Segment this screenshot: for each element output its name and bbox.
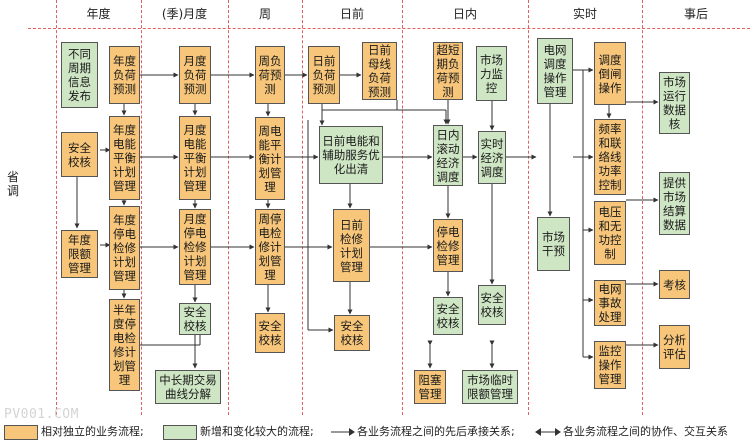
- box-dayahead-maintenance: 日前检修计划管理: [333, 209, 370, 282]
- box-monthly-load-forecast: 月度负荷预测: [179, 46, 211, 104]
- header-annual: 年度: [86, 7, 111, 21]
- column-separator-5: [402, 0, 403, 415]
- box-dayahead-clearing: 日前电能和辅助服务优化出清: [319, 126, 383, 184]
- box-settlement-data: 提供市场结算数据: [659, 172, 690, 235]
- box-monitor-operation: 监控操作管理: [594, 341, 626, 389]
- legend: 相对独立的业务流程; 新增和变化较大的流程; 各业务流程之间的先后承接关系; 各…: [0, 420, 750, 447]
- header-intraday: 日内: [452, 7, 477, 21]
- connector-lines: [74, 67, 659, 369]
- box-info-publish: 不同周期信息发布: [61, 42, 98, 108]
- box-annual-energy-balance: 年度电能平衡计划管理: [109, 116, 140, 200]
- watermark: PV001.COM: [4, 407, 79, 422]
- box-weekly-energy-balance: 周电能平衡计划管理: [255, 117, 285, 200]
- box-ultrashort-load-forecast: 超短期负荷预测: [433, 42, 463, 100]
- box-market-power-monitor: 市场力监控: [476, 46, 507, 101]
- box-outage-management: 停电检修管理: [433, 219, 463, 272]
- box-intraday-rolling-dispatch: 日内滚动经济调度: [433, 125, 463, 186]
- box-annual-outage-plan: 年度停电检修计划管理: [109, 206, 140, 290]
- box-voltage-reactive-control: 电压和无功控制: [594, 201, 626, 265]
- header-weekly: 周: [258, 7, 271, 21]
- box-weekly-load-forecast: 周负荷预测: [255, 46, 285, 104]
- box-dayahead-security-check: 安全校核: [334, 315, 370, 351]
- legend-seq-arrow-icon: [331, 428, 355, 436]
- header-separator: [28, 28, 750, 29]
- legend-green-label: 新增和变化较大的流程;: [200, 425, 314, 438]
- column-separator-2: [141, 0, 142, 415]
- box-intraday-security-check-2: 安全校核: [478, 285, 506, 325]
- column-separator-7: [642, 0, 643, 415]
- column-separator-4: [302, 0, 303, 415]
- box-frequency-tieline-control: 频率和联络线功率控制: [594, 119, 626, 195]
- box-annual-limit: 年度限额管理: [61, 230, 98, 278]
- box-assessment: 考核: [659, 270, 690, 299]
- header-day-ahead: 日前: [339, 7, 364, 21]
- box-monthly-outage-plan: 月度停电检修计划管理: [179, 209, 211, 285]
- box-annual-security-check: 安全校核: [61, 132, 98, 177]
- box-annual-load-forecast: 年度负荷预测: [109, 46, 140, 104]
- box-weekly-security-check: 安全校核: [255, 313, 285, 353]
- box-congestion-management: 阻塞管理: [414, 370, 446, 404]
- box-midlong-trade-curve: 中长期交易曲线分解: [155, 370, 221, 404]
- side-label-provincial-dispatch: 省调: [6, 170, 19, 198]
- box-dayahead-load-forecast: 日前负荷预测: [308, 46, 340, 104]
- legend-coop-arrow-icon: [535, 428, 561, 436]
- box-grid-fault-handling: 电网事故处理: [594, 280, 626, 326]
- legend-yellow-swatch: [4, 425, 38, 440]
- box-dayahead-bus-load-forecast: 日前母线负荷预测: [362, 42, 397, 100]
- box-monthly-energy-balance: 月度电能平衡计划管理: [179, 116, 211, 200]
- box-intraday-security-check: 安全校核: [433, 297, 463, 335]
- column-separator-1: [56, 0, 57, 415]
- box-market-temp-limit: 市场临时限额管理: [462, 370, 518, 404]
- box-market-intervention: 市场干预: [537, 217, 570, 271]
- header-realtime: 实时: [572, 7, 597, 21]
- legend-coop-label: 各业务流程之间的协作、交互关系: [563, 425, 728, 438]
- legend-green-swatch: [163, 425, 197, 440]
- header-monthly: (季)月度: [161, 7, 208, 21]
- column-separator-6: [528, 0, 529, 415]
- box-switching-operation: 调度倒闸操作: [594, 42, 626, 105]
- legend-yellow-label: 相对独立的业务流程;: [41, 425, 144, 438]
- box-weekly-outage-plan: 周停电检修计划管理: [255, 209, 285, 285]
- box-monthly-security-check: 安全校核: [179, 303, 211, 335]
- header-post: 事后: [683, 7, 708, 21]
- column-separator-3: [228, 0, 229, 415]
- box-market-data-check: 市场运行数据核: [659, 72, 690, 134]
- box-analysis-evaluation: 分析评估: [659, 325, 690, 369]
- box-halfyear-outage-plan: 半年度停电检修计划管理: [109, 299, 140, 391]
- box-realtime-econ-dispatch: 实时经济调度: [478, 131, 506, 184]
- legend-seq-label: 各业务流程之间的先后承接关系;: [357, 425, 515, 438]
- box-grid-dispatch-operation: 电网调度操作管理: [537, 38, 573, 104]
